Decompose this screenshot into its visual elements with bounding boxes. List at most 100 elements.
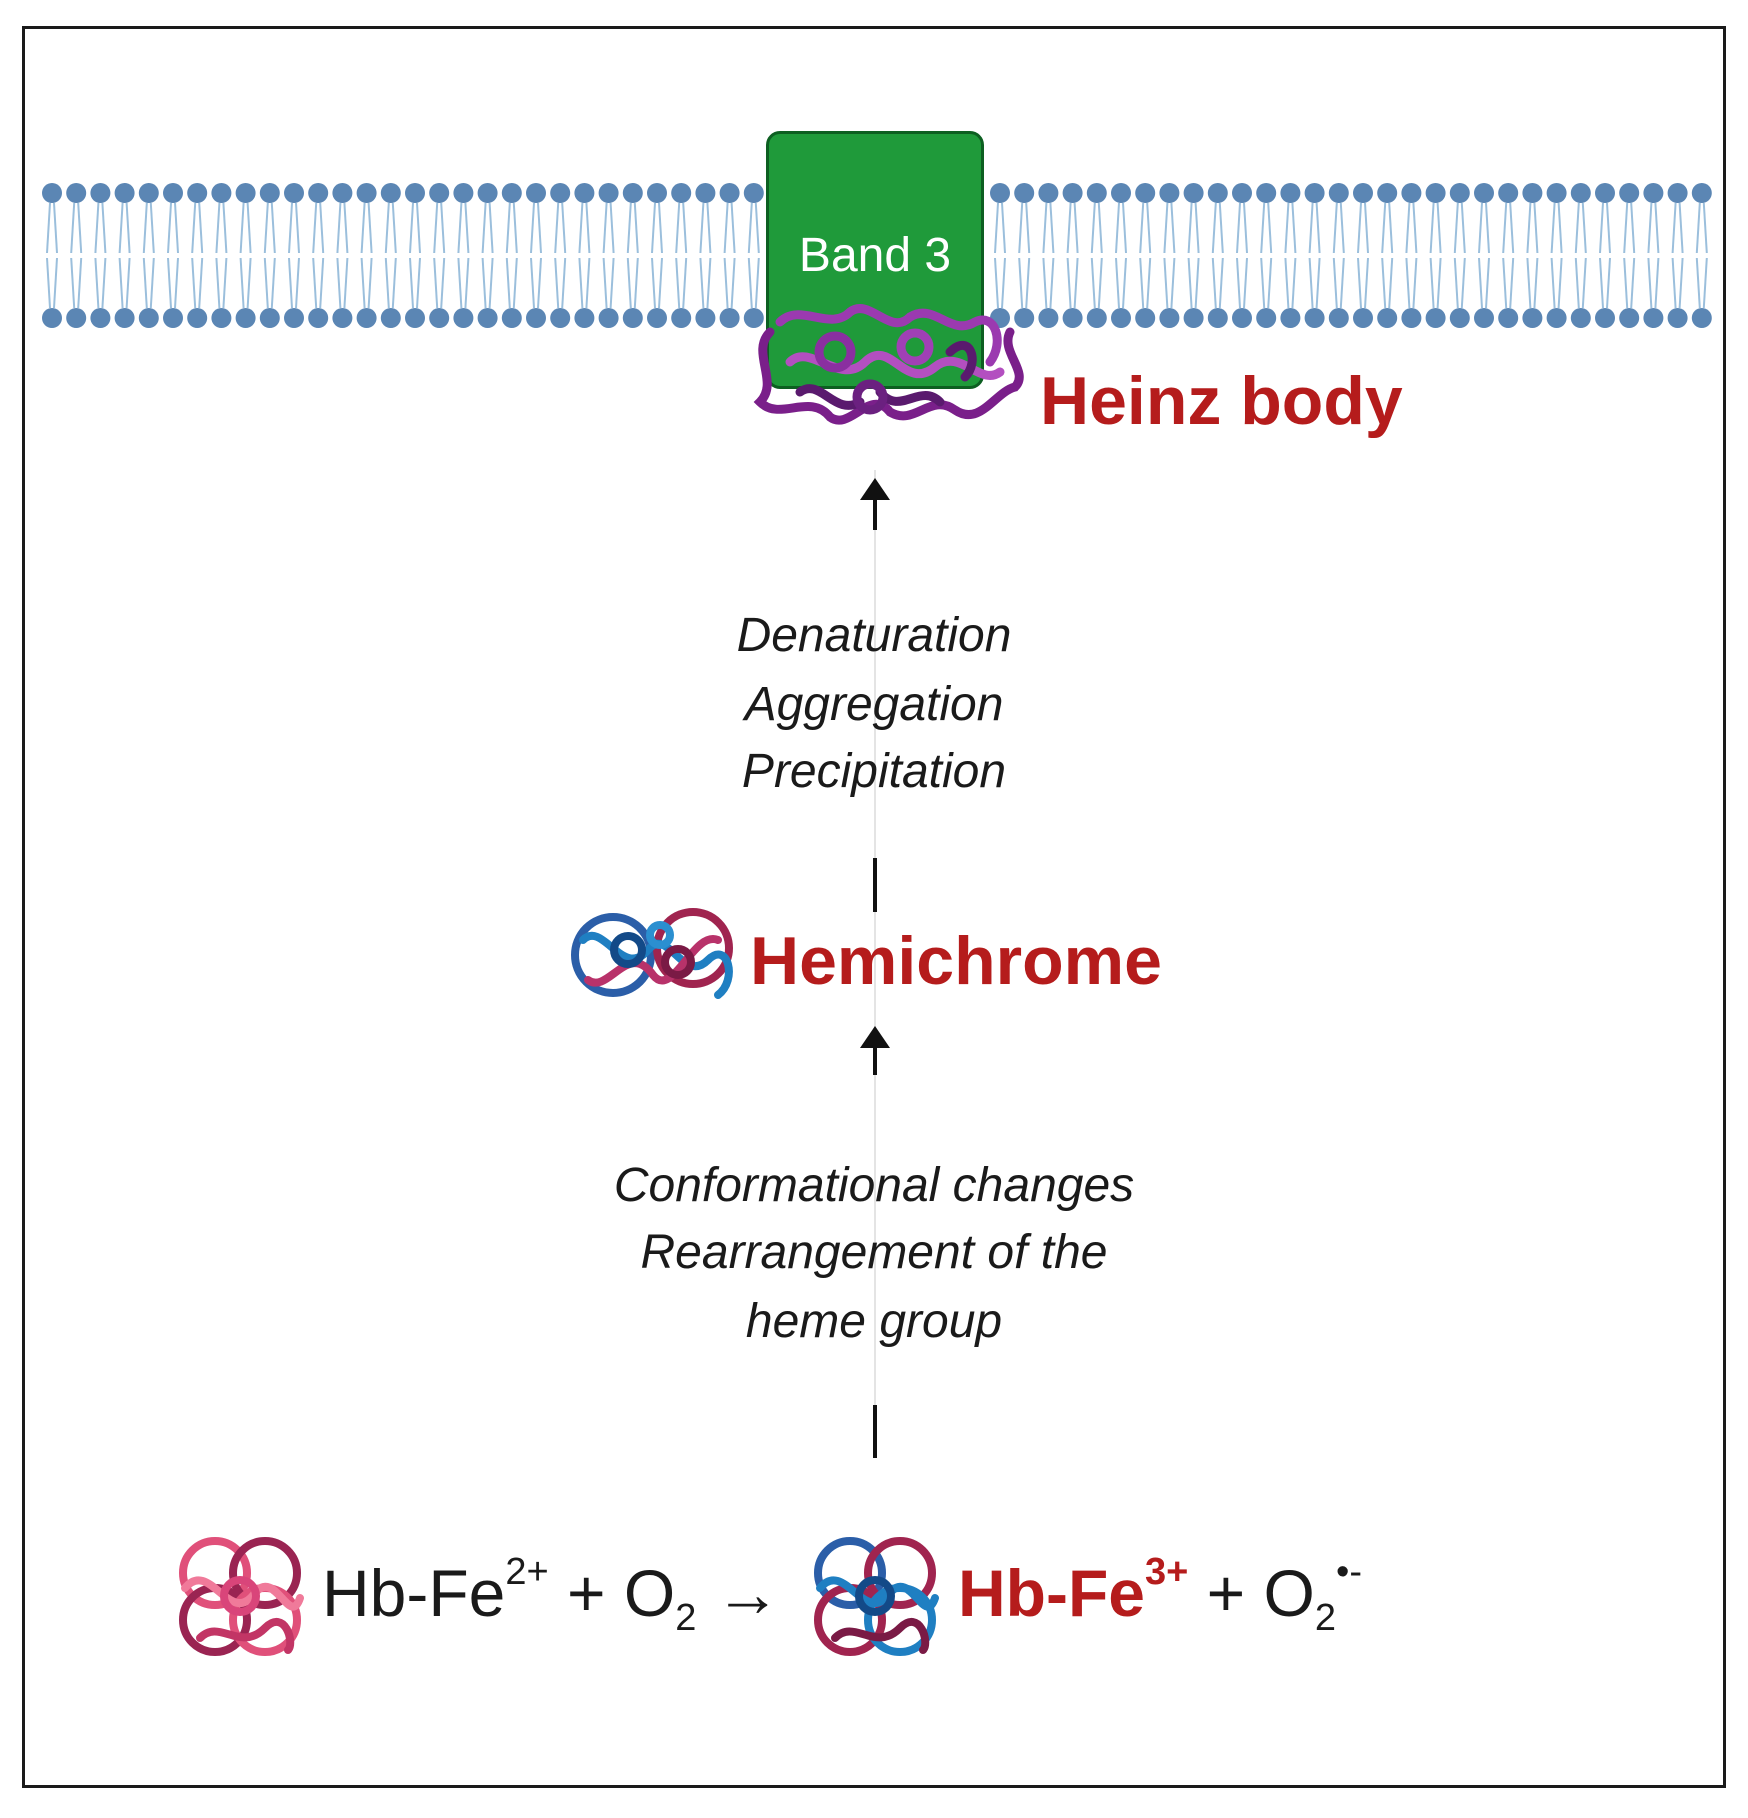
lipid-head bbox=[42, 183, 62, 203]
step-denaturation: Denaturation bbox=[736, 609, 1012, 662]
lipid-head bbox=[1135, 183, 1156, 203]
lipid-head bbox=[1159, 308, 1180, 328]
lipid-head bbox=[308, 308, 329, 328]
lipid-tail bbox=[730, 257, 736, 309]
lipid-tail bbox=[1533, 202, 1539, 254]
lipid-head bbox=[1449, 308, 1470, 328]
lipid-tail bbox=[1049, 202, 1055, 254]
lipid-tail bbox=[706, 257, 712, 309]
lipid-tail bbox=[191, 202, 197, 254]
lipid-head bbox=[1353, 183, 1373, 203]
lipid-head bbox=[332, 183, 353, 203]
lipid-head bbox=[453, 183, 474, 203]
lipid-head bbox=[1232, 183, 1252, 203]
lipid-tail bbox=[1170, 257, 1176, 309]
lipid-tail bbox=[1146, 202, 1152, 254]
lipid-tail bbox=[215, 202, 221, 254]
lipid-tail bbox=[312, 202, 318, 254]
lipid-tail bbox=[1284, 257, 1290, 309]
lipid-tail bbox=[1526, 202, 1532, 254]
lipid-tail bbox=[1654, 202, 1660, 254]
lipid-tail bbox=[1485, 257, 1490, 309]
lipid-tail bbox=[530, 202, 535, 254]
lipid-tail bbox=[1115, 202, 1120, 254]
lipid-tail bbox=[554, 202, 560, 254]
lipid-tail bbox=[246, 257, 252, 309]
lipid-head bbox=[1667, 308, 1688, 328]
lipid-head bbox=[1643, 308, 1664, 328]
lipid-head bbox=[622, 183, 643, 203]
lipid-tail bbox=[1526, 257, 1532, 309]
lipid-tail bbox=[167, 257, 172, 309]
lipid-tail bbox=[343, 202, 349, 254]
lipid-head bbox=[1232, 308, 1252, 328]
lipid-tail bbox=[174, 202, 179, 254]
lipid-head bbox=[1498, 308, 1519, 328]
lipid-tail bbox=[1478, 257, 1483, 309]
lipid-tail bbox=[1187, 202, 1193, 254]
lipid-head bbox=[719, 183, 740, 203]
lipid-tail bbox=[336, 202, 342, 254]
lipid-tail bbox=[391, 202, 397, 254]
lipid-tail bbox=[360, 257, 366, 309]
lipid-head bbox=[477, 308, 498, 328]
lipid-tail bbox=[682, 202, 688, 254]
lipid-tail bbox=[1533, 257, 1539, 309]
lipid-tail bbox=[1146, 257, 1152, 309]
lipid-head bbox=[1377, 183, 1398, 203]
lipid-tail bbox=[1630, 257, 1636, 309]
lipid-tail bbox=[1364, 257, 1369, 309]
lipid-tail bbox=[1502, 257, 1508, 309]
lipid-tail bbox=[319, 257, 325, 309]
lipid-tail bbox=[70, 202, 76, 254]
heinz-body-aggregate-icon bbox=[753, 304, 1024, 425]
lipid-tail bbox=[1049, 257, 1055, 309]
lipid-tail bbox=[1332, 202, 1338, 254]
arrow-to-hemichrome bbox=[860, 1026, 890, 1075]
lipid-tail bbox=[1315, 257, 1321, 309]
lipid-tail bbox=[1630, 202, 1636, 254]
lipid-head bbox=[1377, 308, 1398, 328]
lipid-tail bbox=[1260, 202, 1266, 254]
lipid-head bbox=[1619, 308, 1640, 328]
lipid-head bbox=[187, 183, 208, 203]
lipid-tail bbox=[994, 202, 999, 254]
lipid-tail bbox=[1405, 257, 1411, 309]
lipid-tail bbox=[239, 202, 245, 254]
lipid-tail bbox=[312, 257, 318, 309]
hemichrome-protein-icon bbox=[571, 908, 733, 999]
lipid-head bbox=[1425, 183, 1446, 203]
lipid-tail bbox=[46, 202, 51, 254]
lipid-head bbox=[163, 183, 183, 203]
lipid-tail bbox=[1460, 257, 1466, 309]
lipid-tail bbox=[1090, 202, 1096, 254]
lipid-tail bbox=[174, 257, 179, 309]
lipid-tail bbox=[1267, 257, 1273, 309]
lipid-head bbox=[405, 183, 425, 203]
lipid-tail bbox=[1388, 257, 1394, 309]
lipid-tail bbox=[1001, 257, 1006, 309]
lipid-head bbox=[1207, 308, 1228, 328]
lipid-tail bbox=[149, 202, 155, 254]
lipid-head bbox=[1304, 308, 1325, 328]
lipid-head bbox=[1691, 183, 1712, 203]
lipid-head bbox=[235, 308, 256, 328]
lipid-head bbox=[1086, 183, 1107, 203]
lipid-tail bbox=[1073, 202, 1079, 254]
lipid-tail bbox=[319, 202, 325, 254]
lipid-tail bbox=[1018, 202, 1024, 254]
lipid-tail bbox=[416, 202, 421, 254]
lipid-tail bbox=[101, 257, 107, 309]
lipid-tail bbox=[1405, 202, 1411, 254]
lipid-tail bbox=[288, 202, 293, 254]
lipid-tail bbox=[101, 202, 107, 254]
lipid-tail bbox=[295, 257, 300, 309]
lipid-head bbox=[90, 183, 111, 203]
lipid-tail bbox=[1436, 257, 1442, 309]
lipid-head bbox=[671, 183, 692, 203]
lipid-head bbox=[259, 183, 280, 203]
lipid-tail bbox=[1557, 257, 1563, 309]
lipid-tail bbox=[222, 202, 228, 254]
lipid-tail bbox=[198, 257, 204, 309]
lipid-tail bbox=[730, 202, 736, 254]
